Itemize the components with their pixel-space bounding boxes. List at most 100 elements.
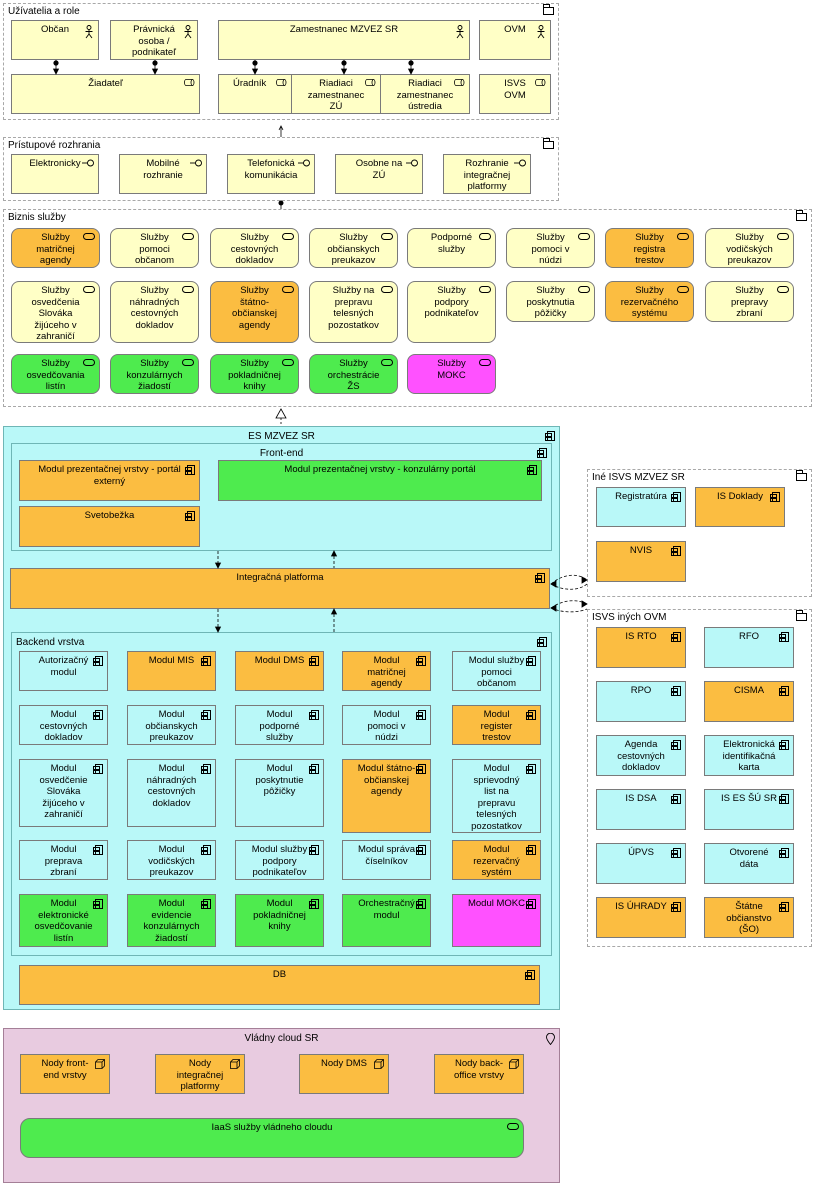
backend-module-16[interactable]: Modul preprava zbraní <box>19 840 108 880</box>
ovm-isvs-11[interactable]: IS ÚHRADY <box>596 897 686 938</box>
service-1-label: Služby matričnej agendy <box>36 232 75 266</box>
ovm-isvs-3[interactable]: RPO <box>596 681 686 722</box>
cloud-node-1[interactable]: Nody front-end vrstvy <box>20 1054 110 1094</box>
backend-module-2[interactable]: Modul MIS <box>127 651 216 691</box>
backend-module-8[interactable]: Modul podporné služby <box>235 705 324 745</box>
ovm-isvs-2[interactable]: RFO <box>704 627 794 668</box>
service-21-label: Služby MOKC <box>437 358 466 381</box>
folder-icon <box>543 138 554 149</box>
isvs-doklady[interactable]: IS Doklady <box>695 487 785 527</box>
backend-module-19[interactable]: Modul správa číselníkov <box>342 840 431 880</box>
ovm-isvs-4[interactable]: CISMA <box>704 681 794 722</box>
backend-module-5[interactable]: Modul služby pomoci občanom <box>452 651 541 691</box>
interface-integration[interactable]: Rozhranie integračnej platformy <box>443 154 531 194</box>
ovm-isvs-10[interactable]: Otvorené dáta <box>704 843 794 884</box>
ovm-isvs-1[interactable]: IS RTO <box>596 627 686 668</box>
backend-module-11[interactable]: Modul osvedčenie Slováka žijúceho v zahr… <box>19 759 108 827</box>
backend-module-1[interactable]: Autorizačný modul <box>19 651 108 691</box>
service-14[interactable]: Služby poskytnutia pôžičky <box>506 281 595 322</box>
cloud-node-4[interactable]: Nody back-office vrstvy <box>434 1054 524 1094</box>
backend-module-24[interactable]: Orchestračný modul <box>342 894 431 947</box>
service-17[interactable]: Služby osvedčovania listín <box>11 354 100 394</box>
service-11[interactable]: Služby štátno-občianskej agendy <box>210 281 299 343</box>
backend-module-10[interactable]: Modul register trestov <box>452 705 541 745</box>
service-7[interactable]: Služby registra trestov <box>605 228 694 268</box>
backend-module-13[interactable]: Modul poskytnutie pôžičky <box>235 759 324 827</box>
ovm-isvs-7[interactable]: IS DSA <box>596 789 686 830</box>
service-8[interactable]: Služby vodičských preukazov <box>705 228 794 268</box>
integration-platform[interactable]: Integračná platforma <box>10 568 550 609</box>
ovm-isvs-12[interactable]: Štátne občianstvo (ŠO) <box>704 897 794 938</box>
component-icon <box>416 764 426 774</box>
backend-module-16-label: Modul preprava zbraní <box>44 844 83 878</box>
service-20[interactable]: Služby orchestrácie ŽS <box>309 354 398 394</box>
interface-mobile[interactable]: Mobilné rozhranie <box>119 154 207 194</box>
interface-phone[interactable]: Telefonická komunikácia <box>227 154 315 194</box>
isvs-nvis[interactable]: NVIS <box>596 541 686 582</box>
actor-employee[interactable]: Zamestnanec MZVEZ SR <box>218 20 470 60</box>
backend-module-21-label: Modul elektronické osvedčovanie listín <box>34 898 93 944</box>
backend-module-14[interactable]: Modul štátno-občianskej agendy <box>342 759 431 833</box>
service-18[interactable]: Služby konzulárnych žiadostí <box>110 354 199 394</box>
service-4[interactable]: Služby občianskych preukazov <box>309 228 398 268</box>
actor-citizen[interactable]: Občan <box>11 20 99 60</box>
ovm-isvs-5[interactable]: Agenda cestovných dokladov <box>596 735 686 776</box>
backend-module-20[interactable]: Modul rezervačný systém <box>452 840 541 880</box>
service-2[interactable]: Služby pomoci občanom <box>110 228 199 268</box>
role-icon <box>365 79 376 86</box>
backend-module-17[interactable]: Modul vodičských preukazov <box>127 840 216 880</box>
backend-module-9[interactable]: Modul pomoci v núdzi <box>342 705 431 745</box>
service-21[interactable]: Služby MOKC <box>407 354 496 394</box>
backend-module-10-label: Modul register trestov <box>480 709 513 743</box>
backend-module-21[interactable]: Modul elektronické osvedčovanie listín <box>19 894 108 947</box>
service-3[interactable]: Služby cestovných dokladov <box>210 228 299 268</box>
interface-in-person[interactable]: Osobne na ZÚ <box>335 154 423 194</box>
service-19[interactable]: Služby pokladničnej knihy <box>210 354 299 394</box>
actor-icon <box>537 25 545 39</box>
backend-module-15[interactable]: Modul sprievodný list na prepravu telesn… <box>452 759 541 833</box>
backend-module-25[interactable]: Modul MOKC <box>452 894 541 947</box>
backend-module-4[interactable]: Modul matričnej agendy <box>342 651 431 691</box>
ovm-isvs-9[interactable]: ÚPVS <box>596 843 686 884</box>
service-20-label: Služby orchestrácie ŽS <box>327 358 380 392</box>
service-13[interactable]: Služby podpory podnikateľov <box>407 281 496 343</box>
cloud-node-2[interactable]: Nody integračnej platformy <box>155 1054 245 1094</box>
group-other-isvs-title: Iné ISVS MZVEZ SR <box>592 472 685 483</box>
service-12[interactable]: Služby na prepravu telesných pozostatkov <box>309 281 398 343</box>
isvs-registratura[interactable]: Registratúra <box>596 487 686 527</box>
service-9[interactable]: Služby osvedčenia Slováka žijúceho v zah… <box>11 281 100 343</box>
cloud-node-3[interactable]: Nody DMS <box>299 1054 389 1094</box>
backend-module-7[interactable]: Modul občianskych preukazov <box>127 705 216 745</box>
service-10[interactable]: Služby náhradných cestovných dokladov <box>110 281 199 343</box>
backend-module-6[interactable]: Modul cestovných dokladov <box>19 705 108 745</box>
role-isvs-ovm[interactable]: ISVS OVM <box>479 74 551 114</box>
backend-module-22[interactable]: Modul evidencie konzulárnych žiadostí <box>127 894 216 947</box>
service-1[interactable]: Služby matričnej agendy <box>11 228 100 268</box>
interface-electronic[interactable]: Elektronicky <box>11 154 99 194</box>
db[interactable]: DB <box>19 965 540 1005</box>
service-16[interactable]: Služby prepravy zbraní <box>705 281 794 322</box>
node-icon <box>509 1059 519 1069</box>
backend-module-8-label: Modul podporné služby <box>259 709 300 743</box>
actor-label: Občan <box>41 24 69 35</box>
module-portal-external[interactable]: Modul prezentačnej vrstvy - portál exter… <box>19 460 200 501</box>
backend-module-12[interactable]: Modul náhradných cestovných dokladov <box>127 759 216 827</box>
ovm-isvs-6[interactable]: Elektronická identifikačná karta <box>704 735 794 776</box>
module-portal-consular[interactable]: Modul prezentačnej vrstvy - konzulárny p… <box>218 460 542 501</box>
backend-module-23[interactable]: Modul pokladničnej knihy <box>235 894 324 947</box>
service-15[interactable]: Služby rezervačného systému <box>605 281 694 322</box>
actor-legal-person[interactable]: Právnická osoba / podnikateľ <box>110 20 198 60</box>
role-clerk[interactable]: Úradník <box>218 74 292 114</box>
role-manager-hq[interactable]: Riadiaci zamestnanec ústredia <box>380 74 470 114</box>
ovm-isvs-8[interactable]: IS ES ŠÚ SR <box>704 789 794 830</box>
service-6[interactable]: Služby pomoci v núdzi <box>506 228 595 268</box>
iaas-services[interactable]: IaaS služby vládneho cloudu <box>20 1118 524 1158</box>
actor-ovm[interactable]: OVM <box>479 20 551 60</box>
service-5[interactable]: Podporné služby <box>407 228 496 268</box>
role-manager-zu[interactable]: Riadiaci zamestnanec ZÚ <box>291 74 381 114</box>
backend-module-18[interactable]: Modul služby podpory podnikateľov <box>235 840 324 880</box>
service-icon <box>83 286 95 293</box>
module-svetobezka[interactable]: Svetobežka <box>19 506 200 547</box>
backend-module-3[interactable]: Modul DMS <box>235 651 324 691</box>
role-applicant[interactable]: Žiadateľ <box>11 74 200 114</box>
